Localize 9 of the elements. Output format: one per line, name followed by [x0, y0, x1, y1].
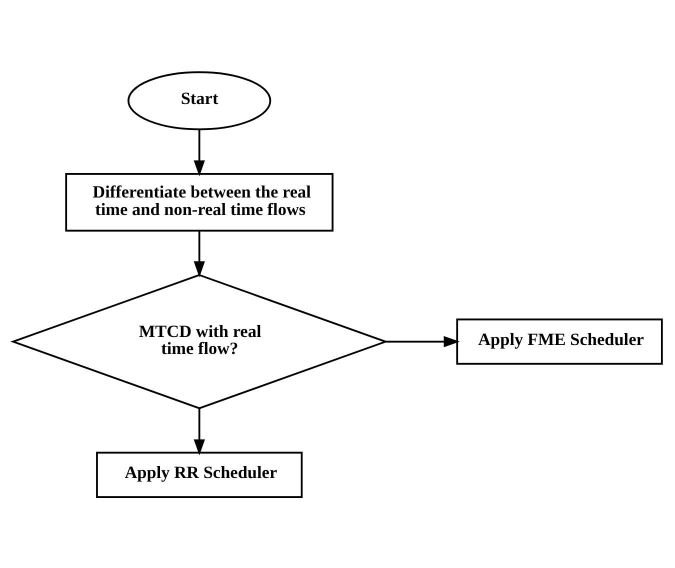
node-box: Apply RR Scheduler [96, 451, 303, 498]
node-diamond: MTCD with real time flow? [10, 274, 388, 409]
node-box: Differentiate between the real time and non-real time flows [65, 172, 334, 232]
node-ellipse: Start [128, 70, 272, 130]
arrow [194, 230, 205, 277]
node-box: Apply FME Scheduler [456, 318, 663, 364]
arrow [194, 129, 205, 176]
arrow [386, 336, 460, 347]
arrow [194, 408, 205, 455]
